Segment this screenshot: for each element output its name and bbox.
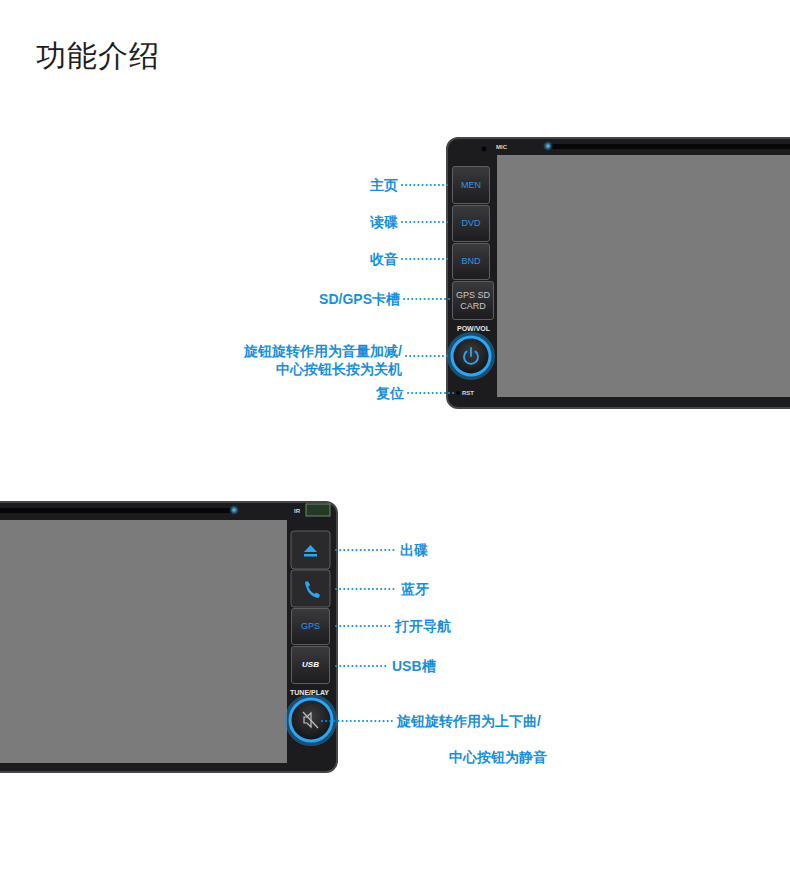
phone-button [291,570,330,607]
slot-light [229,505,239,515]
leader-line [404,298,450,300]
page-title: 功能介绍 [36,36,160,77]
reset-hole [456,391,460,395]
button-text: USB [302,660,319,669]
power-icon [470,348,472,356]
callout-label: SD/GPS卡槽 [319,290,400,308]
leader-line [336,549,395,551]
leader-line [322,720,392,722]
knob-glow [449,334,493,378]
mic-label: MIC [496,143,507,151]
unit-housing [0,502,337,772]
button-text: DVD [461,218,480,228]
screen [0,520,287,763]
button-text: GPS SD CARD [453,290,493,311]
knob-glow [287,696,335,744]
disc-slot [0,508,232,513]
callout-label: 复位 [376,384,404,402]
leader-line [402,258,450,260]
knob-label: TUNE/PLAY [290,688,329,697]
ir-label: IR [294,507,300,515]
callout-label: 旋钮旋转作用为上下曲/ [397,712,541,730]
mic-hole [482,147,487,152]
leader-line [402,221,450,223]
knob-label: POW/VOL [457,324,490,333]
dvd-button: DVD [452,205,490,242]
eject-icon [304,545,317,552]
reset-label: RST [462,389,474,397]
leader-line [336,665,387,667]
button-text: GPS [301,621,320,631]
menu-button: MEN [452,166,490,204]
button-text: MEN [461,180,481,190]
callout-label: 旋钮旋转作用为音量加减/ 中心按钮长按为关机 [210,342,402,378]
slot-light [543,141,553,151]
callout-label: 出碟 [400,541,428,559]
callout-label: 主页 [370,176,398,194]
callout-label: USB槽 [392,657,436,675]
leader-line [336,588,396,590]
disc-slot [550,144,790,149]
screen [497,155,790,397]
phone-icon [305,581,320,598]
eject-button [291,531,330,569]
mute-icon [303,712,318,728]
power-knob [452,337,490,375]
callout-label: 收音 [370,250,398,268]
card-slot: GPS SD CARD [452,281,494,320]
callout-label: 蓝牙 [401,580,429,598]
callout-label: 打开导航 [395,617,451,635]
leader-line [402,184,450,186]
unit-housing [447,138,790,408]
gps-button: GPS [291,608,330,645]
button-text: BND [461,256,480,266]
leader-line [408,392,454,394]
callout-label: 读碟 [370,213,398,231]
usb-slot: USB [291,646,330,684]
band-button: BND [452,243,490,280]
callout-label: 中心按钮为静音 [449,748,547,766]
leader-line [336,625,390,627]
eject-icon [304,554,317,557]
leader-line [406,355,448,357]
ir-window [306,504,330,516]
tune-knob [290,699,332,741]
